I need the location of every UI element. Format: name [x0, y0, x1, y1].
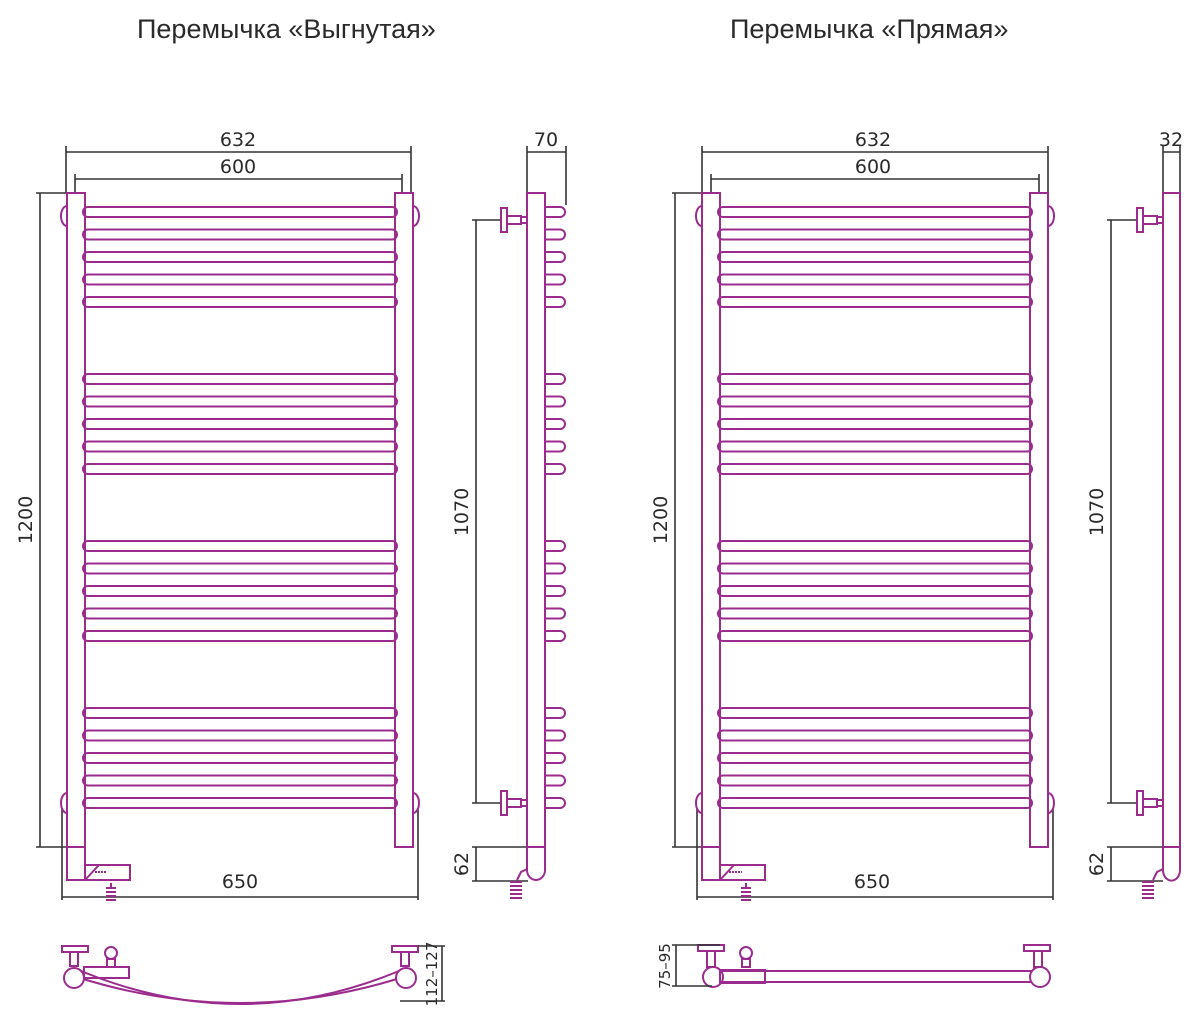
dim-top-depth-range: 112–127	[423, 942, 441, 1007]
towel-bar	[717, 729, 1033, 742]
towel-bar	[82, 273, 398, 286]
towel-bar	[82, 418, 398, 430]
towel-bar	[82, 562, 398, 575]
title-straight-jumper: Перемычка «Прямая»	[730, 14, 1009, 44]
dim-mount-spacing: 1070	[451, 488, 473, 536]
bar-loop	[545, 562, 566, 575]
dim-bottom-offset: 62	[451, 852, 473, 876]
bar-loop	[545, 395, 566, 408]
bar-loop	[545, 729, 566, 742]
bar-loop	[545, 630, 566, 642]
towel-bar	[82, 228, 398, 241]
dim-side-depth-right: 32	[1159, 129, 1183, 151]
bar-loop	[545, 540, 566, 552]
dim-width-outer: 632	[220, 129, 256, 151]
towel-bar	[82, 797, 398, 809]
towel-bar	[717, 395, 1033, 408]
towel-bar	[82, 373, 398, 385]
bar-loop	[545, 440, 566, 453]
heater-cable-icon	[106, 883, 116, 901]
bar-loop	[545, 206, 566, 218]
dim-width-inner: 600	[220, 156, 256, 178]
towel-bar	[717, 296, 1033, 308]
towel-bar	[82, 251, 398, 263]
towel-bar	[717, 585, 1033, 597]
towel-bar	[717, 273, 1033, 286]
towel-bar	[717, 228, 1033, 241]
bar-loop	[545, 585, 566, 597]
towel-bar	[717, 440, 1033, 453]
dim-width-inner-right: 600	[855, 156, 891, 178]
dim-bottom-offset-right: 62	[1086, 852, 1108, 876]
towel-bar	[82, 206, 398, 218]
towel-bar	[717, 630, 1033, 642]
bar-loop	[545, 463, 566, 475]
dim-height-right: 1200	[650, 496, 672, 544]
towel-bar	[82, 752, 398, 764]
bar-loop	[545, 296, 566, 308]
heater-cable-icon-right	[741, 883, 751, 901]
dim-height: 1200	[15, 496, 37, 544]
dim-width-outer-right: 632	[855, 129, 891, 151]
towel-bar	[82, 540, 398, 552]
towel-bar	[717, 251, 1033, 263]
towel-bar	[717, 607, 1033, 620]
bar-loop	[545, 797, 566, 809]
towel-bar	[717, 206, 1033, 218]
towel-bar	[717, 463, 1033, 475]
towel-bar	[717, 752, 1033, 764]
bar-loop	[545, 418, 566, 430]
towel-bar	[82, 707, 398, 719]
right-side-view: 32 1070 62	[1086, 129, 1183, 899]
towel-bar	[717, 707, 1033, 719]
towel-bar	[82, 296, 398, 308]
right-front-view: 632 600 1200 650	[650, 129, 1055, 901]
bar-loop	[545, 251, 566, 263]
towel-bar	[717, 797, 1033, 809]
dim-total-width: 650	[222, 871, 258, 893]
towel-bar	[717, 774, 1033, 787]
bar-loop	[545, 373, 566, 385]
towel-bar	[82, 607, 398, 620]
towel-bar	[82, 630, 398, 642]
towel-bar	[717, 540, 1033, 552]
towel-bar	[82, 395, 398, 408]
left-side-view: 70 1070 62	[451, 129, 567, 899]
towel-bar	[82, 774, 398, 787]
towel-bar	[82, 440, 398, 453]
dim-total-width-right: 650	[854, 871, 890, 893]
towel-bar	[717, 418, 1033, 430]
towel-bar	[82, 729, 398, 742]
towel-bar	[717, 562, 1033, 575]
bar-loop	[545, 707, 566, 719]
towel-bar	[717, 373, 1033, 385]
towel-bar	[82, 463, 398, 475]
bar-loop	[545, 774, 566, 787]
bar-loop	[545, 607, 566, 620]
towel-bar	[82, 585, 398, 597]
dim-mount-spacing-right: 1070	[1086, 488, 1108, 536]
bar-loop	[545, 228, 566, 241]
left-top-view: 112–127	[61, 942, 445, 1007]
dim-top-depth-range-right: 75–95	[656, 943, 674, 989]
bar-loop	[545, 752, 566, 764]
title-curved-jumper: Перемычка «Выгнутая»	[137, 14, 436, 44]
dim-side-depth: 70	[534, 129, 558, 151]
right-top-view: 75–95	[656, 943, 1051, 989]
left-front-view: 632 600 1200 650	[15, 129, 420, 901]
bar-loop	[545, 273, 566, 286]
